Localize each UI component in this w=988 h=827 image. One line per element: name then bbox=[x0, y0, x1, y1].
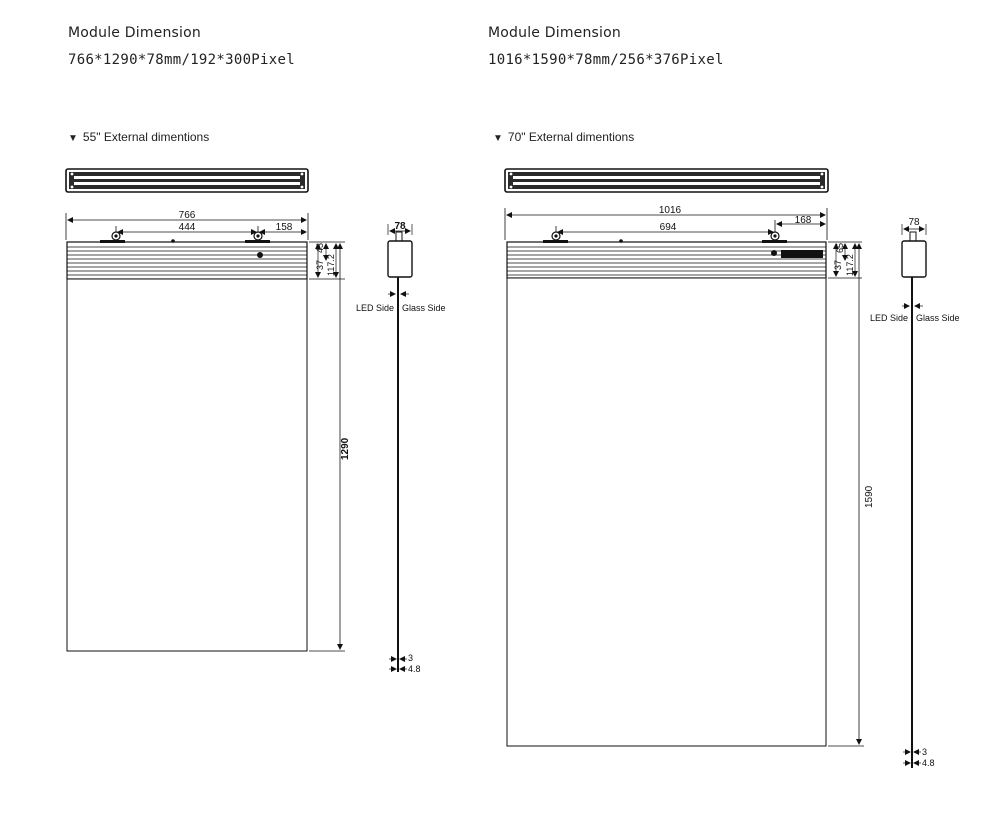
right-frame-65-label: 65 bbox=[835, 243, 845, 253]
left-mount-dimension bbox=[115, 226, 259, 235]
left-frame-45-label: 45 bbox=[315, 243, 325, 253]
left-depth-label: 78 bbox=[394, 221, 406, 232]
right-height-label: 1590 bbox=[864, 485, 875, 508]
left-heading: Module Dimension bbox=[68, 25, 201, 41]
right-offset-label: 168 bbox=[795, 215, 812, 226]
right-glass-side-label: Glass Side bbox=[916, 313, 960, 323]
right-header-bar bbox=[506, 239, 827, 279]
left-subheading-wrap: ▼ 55" External dimentions bbox=[68, 130, 209, 144]
right-width-dimension bbox=[504, 208, 828, 240]
right-mount-spacing-label: 694 bbox=[660, 222, 677, 233]
right-subheading: 70" External dimentions bbox=[507, 130, 635, 144]
right-led-side-label: LED Side bbox=[870, 313, 908, 323]
left-subheading: 55" External dimentions bbox=[82, 130, 210, 144]
left-frame-37-label: 37 bbox=[315, 260, 325, 270]
left-frame-total-label: 117.2 bbox=[326, 254, 336, 276]
right-thickness-b-label: 4.8 bbox=[922, 758, 935, 768]
right-frame-dimensions bbox=[828, 241, 864, 747]
left-frame-dimensions bbox=[309, 241, 345, 652]
right-depth-label: 78 bbox=[908, 217, 920, 228]
left-top-view-rail bbox=[65, 168, 309, 193]
triangle-down-icon: ▼ bbox=[68, 133, 78, 144]
right-glass-panel bbox=[506, 277, 827, 747]
right-mount-dimension bbox=[555, 220, 776, 235]
right-subheading-wrap: ▼ 70" External dimentions bbox=[493, 130, 634, 144]
left-header-bar bbox=[66, 239, 308, 280]
right-spec: 1016*1590*78mm/256*376Pixel bbox=[488, 52, 724, 68]
right-mount-ring-icon bbox=[551, 231, 561, 241]
left-offset-label: 158 bbox=[276, 222, 293, 233]
left-width-label: 766 bbox=[179, 210, 196, 221]
right-heading: Module Dimension bbox=[488, 25, 621, 41]
right-thickness-a-label: 3 bbox=[922, 747, 927, 757]
right-side-profile bbox=[901, 224, 927, 768]
triangle-down-icon: ▼ bbox=[493, 133, 503, 144]
left-led-side-label: LED Side bbox=[356, 303, 394, 313]
left-side-profile bbox=[387, 224, 413, 672]
left-thickness-b-label: 4.8 bbox=[408, 664, 421, 674]
right-top-view-rail bbox=[504, 168, 829, 193]
left-height-label: 1290 bbox=[340, 437, 351, 460]
left-glass-side-label: Glass Side bbox=[402, 303, 446, 313]
left-glass-panel bbox=[66, 278, 308, 652]
left-thickness-a-label: 3 bbox=[408, 653, 413, 663]
right-mount-ring-icon bbox=[770, 231, 780, 241]
left-mount-ring-icon bbox=[111, 231, 121, 241]
right-frame-total-label: 117.2 bbox=[845, 254, 855, 276]
left-width-dimension bbox=[65, 213, 309, 240]
left-spec: 766*1290*78mm/192*300Pixel bbox=[68, 52, 295, 68]
right-width-label: 1016 bbox=[659, 205, 682, 216]
right-frame-37-label: 37 bbox=[833, 260, 843, 270]
left-mount-ring-icon bbox=[253, 231, 263, 241]
left-mount-spacing-label: 444 bbox=[179, 222, 196, 233]
